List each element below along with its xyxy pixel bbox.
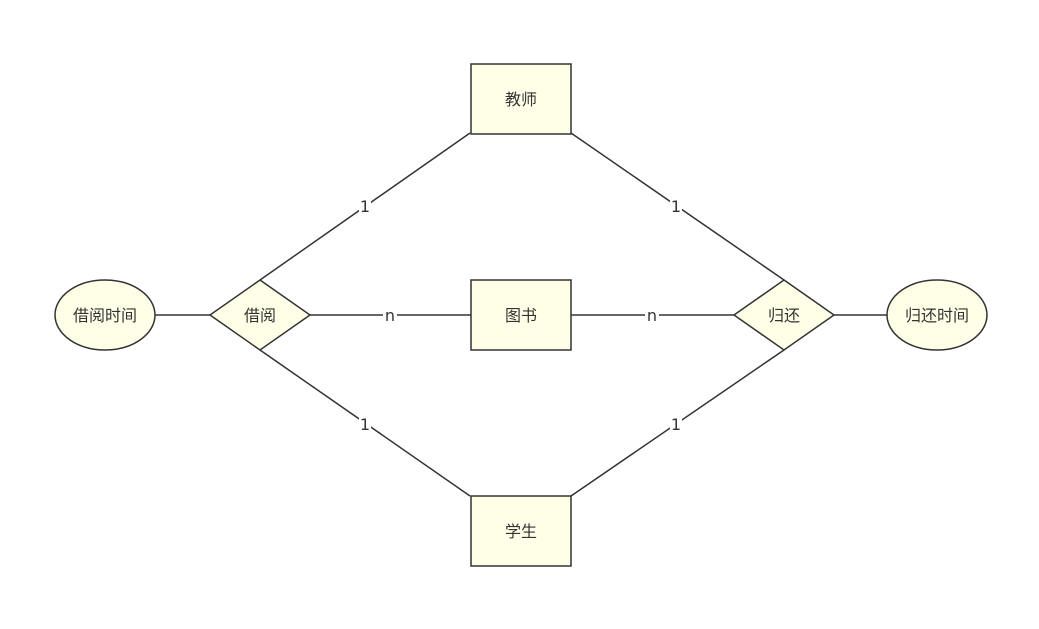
attribute-return-time-label: 归还时间: [905, 306, 969, 325]
cardinality-book-return: n: [647, 306, 657, 325]
cardinality-teacher-borrow: 1: [360, 197, 370, 216]
entity-teacher[interactable]: 教师: [470, 63, 572, 135]
cardinality-labels: 1 1 n n 1 1: [359, 197, 682, 434]
entity-book[interactable]: 图书: [470, 279, 572, 351]
cardinality-borrow-student: 1: [360, 415, 370, 434]
attribute-borrow-time[interactable]: 借阅时间: [54, 279, 156, 351]
entity-book-label: 图书: [505, 306, 537, 325]
relationship-return-label: 归还: [768, 306, 800, 325]
entity-student[interactable]: 学生: [470, 495, 572, 567]
cardinality-borrow-book: n: [385, 306, 395, 325]
relationship-borrow[interactable]: 借阅: [208, 279, 312, 351]
attribute-borrow-time-label: 借阅时间: [73, 306, 137, 325]
relationship-borrow-label: 借阅: [244, 306, 276, 325]
entity-teacher-label: 教师: [505, 90, 537, 109]
relationship-return[interactable]: 归还: [732, 279, 836, 351]
cardinality-student-return: 1: [671, 415, 681, 434]
attribute-return-time[interactable]: 归还时间: [886, 279, 988, 351]
entity-student-label: 学生: [505, 522, 537, 541]
cardinality-teacher-return: 1: [671, 197, 681, 216]
